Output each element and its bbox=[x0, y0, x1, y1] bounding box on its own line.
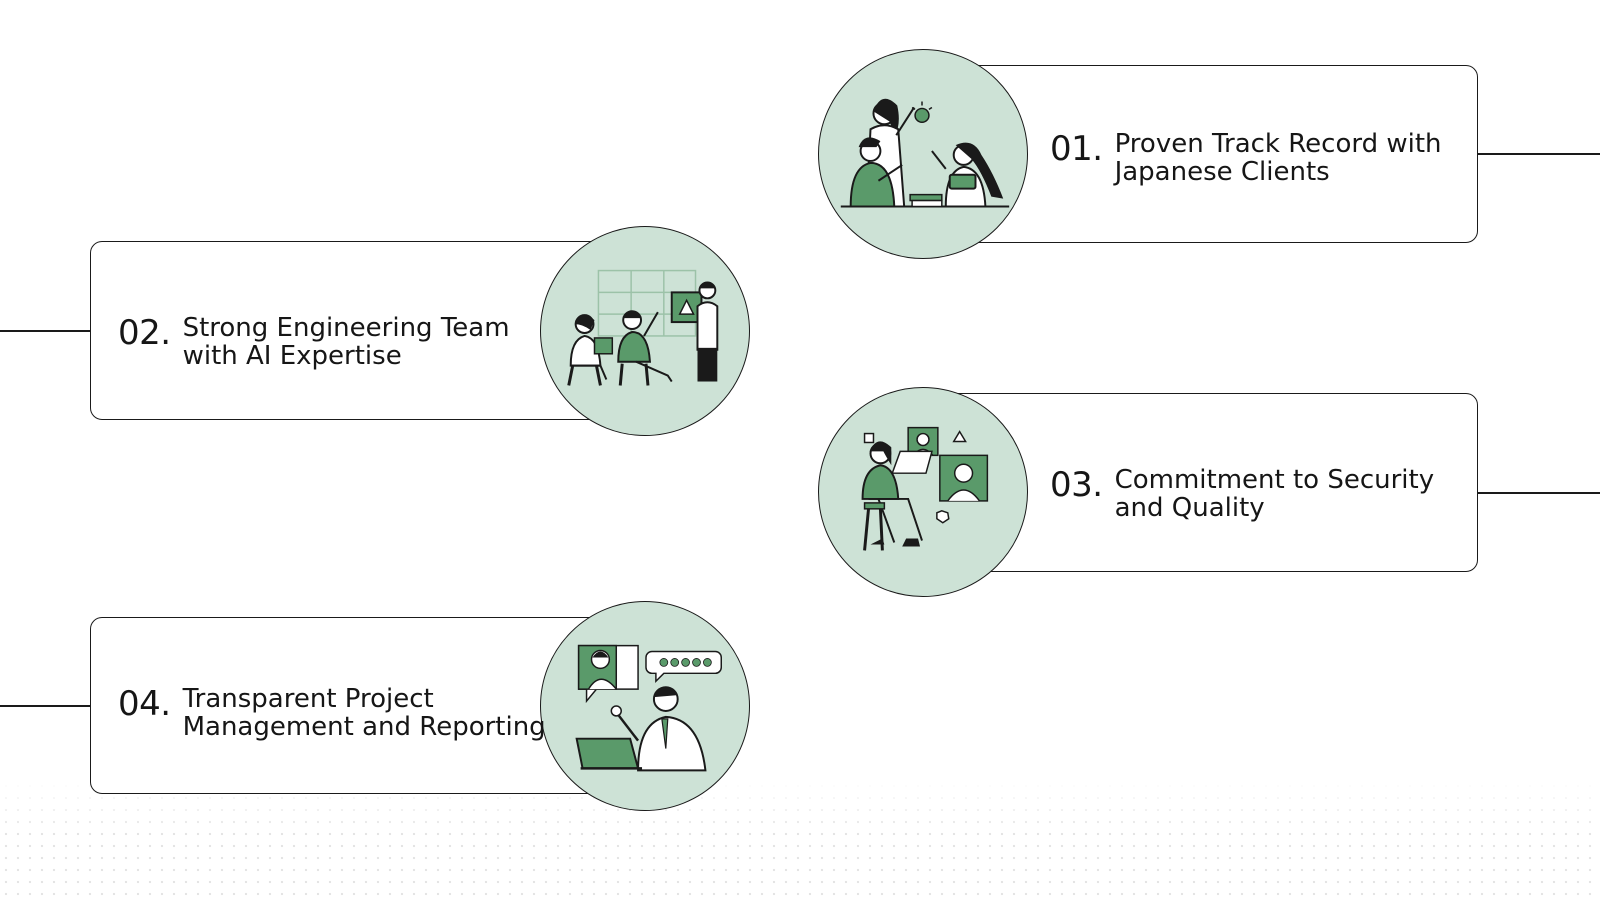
feature-title-04-line1: Transparent Project bbox=[182, 684, 434, 714]
reporting-feedback-icon bbox=[540, 601, 750, 811]
connector-line-03 bbox=[1477, 492, 1600, 494]
feature-title-01-line2: Japanese Clients bbox=[1114, 157, 1330, 187]
feature-title-03-line2: and Quality bbox=[1114, 493, 1265, 523]
dotted-background bbox=[0, 780, 1600, 900]
feature-text-04: 04. Transparent Project Management and R… bbox=[118, 685, 546, 741]
remote-meeting-icon bbox=[818, 387, 1028, 597]
engineering-team-icon bbox=[540, 226, 750, 436]
connector-line-04 bbox=[0, 705, 92, 707]
connector-line-02 bbox=[0, 330, 92, 332]
connector-line-01 bbox=[1477, 153, 1600, 155]
feature-title-02-line2: with AI Expertise bbox=[182, 341, 402, 371]
feature-title-02-line1: Strong Engineering Team bbox=[182, 313, 510, 343]
feature-title-02: Strong Engineering Team with AI Expertis… bbox=[183, 314, 510, 370]
feature-number-02: 02. bbox=[118, 313, 171, 353]
feature-title-04-line2: Management and Reporting bbox=[182, 712, 546, 742]
feature-title-01-line1: Proven Track Record with bbox=[1114, 129, 1442, 159]
feature-title-03-line1: Commitment to Security bbox=[1114, 465, 1435, 495]
feature-title-04: Transparent Project Management and Repor… bbox=[183, 685, 546, 741]
feature-text-01: 01. Proven Track Record with Japanese Cl… bbox=[1050, 130, 1442, 186]
feature-text-02: 02. Strong Engineering Team with AI Expe… bbox=[118, 314, 510, 370]
feature-number-03: 03. bbox=[1050, 465, 1103, 505]
feature-title-03: Commitment to Security and Quality bbox=[1115, 466, 1435, 522]
feature-number-04: 04. bbox=[118, 684, 171, 724]
feature-number-01: 01. bbox=[1050, 129, 1103, 169]
feature-title-01: Proven Track Record with Japanese Client… bbox=[1115, 130, 1442, 186]
feature-text-03: 03. Commitment to Security and Quality bbox=[1050, 466, 1434, 522]
team-collaboration-icon bbox=[818, 49, 1028, 259]
